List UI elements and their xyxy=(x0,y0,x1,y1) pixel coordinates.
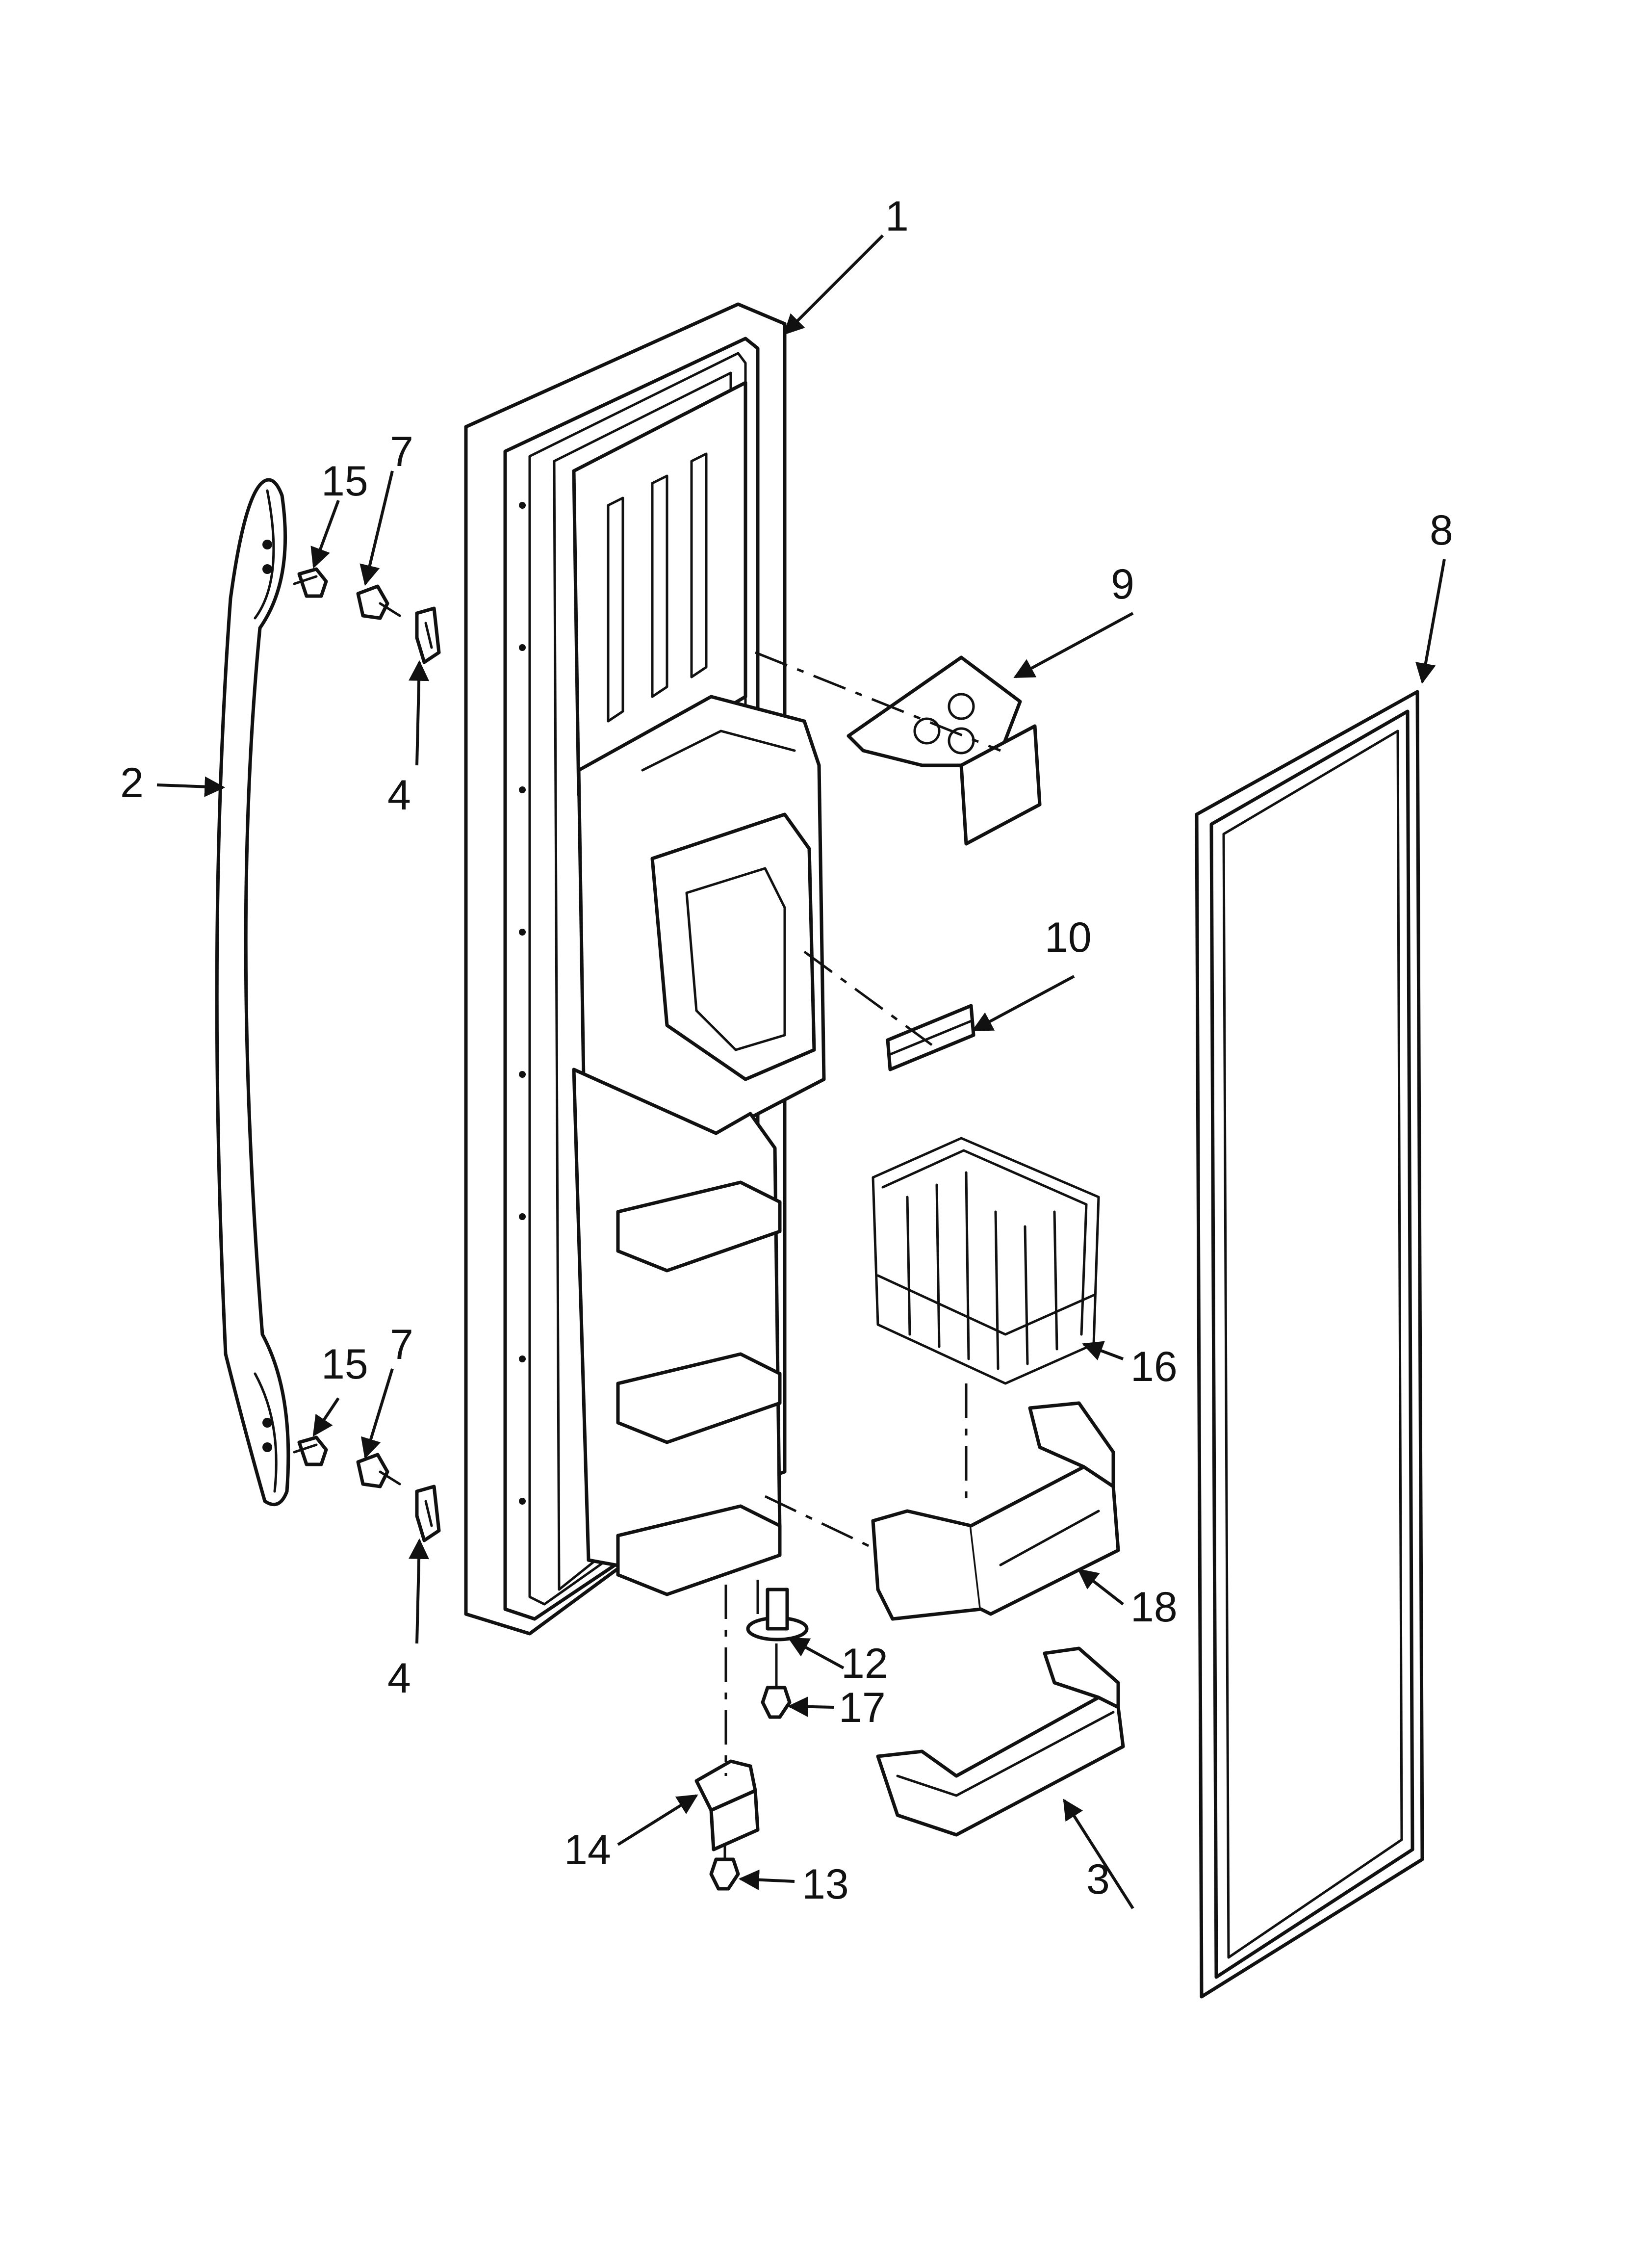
door-bin xyxy=(876,1646,1125,1837)
handle-screw-top xyxy=(293,567,328,598)
callout-2: 2 xyxy=(120,759,144,807)
callout-12: 12 xyxy=(841,1640,888,1687)
mounting-screw-top xyxy=(356,584,401,620)
handle-screw-bottom xyxy=(293,1435,328,1466)
callout-7-bottom: 7 xyxy=(390,1321,413,1368)
callout-17: 17 xyxy=(839,1684,886,1731)
callout-13: 13 xyxy=(802,1861,849,1908)
callout-9: 9 xyxy=(1111,561,1134,608)
callout-3: 3 xyxy=(1086,1856,1110,1903)
callout-15-top: 15 xyxy=(321,458,368,505)
hinge-pin xyxy=(746,1588,809,1642)
callout-15-bottom: 15 xyxy=(321,1341,368,1388)
door-panel xyxy=(464,302,826,1636)
dispenser-pad xyxy=(886,1004,975,1071)
callout-18: 18 xyxy=(1130,1584,1178,1631)
callout-leaders xyxy=(156,234,1446,1909)
mounting-screw-bottom xyxy=(356,1453,401,1488)
callout-labels: 1 2 3 4 4 7 7 8 9 10 12 13 14 15 15 16 1… xyxy=(120,193,1453,1908)
callout-10: 10 xyxy=(1045,914,1092,961)
wire-basket xyxy=(872,1137,1100,1385)
handle-clip-bottom xyxy=(415,1485,441,1542)
assembly-lines xyxy=(724,651,1001,1776)
callout-14: 14 xyxy=(564,1826,611,1874)
callout-1: 1 xyxy=(885,193,909,240)
callout-16: 16 xyxy=(1130,1343,1178,1390)
handle-clip-top xyxy=(415,606,441,664)
door-handle xyxy=(215,478,290,1507)
bottom-hinge-bracket xyxy=(694,1759,760,1851)
callout-7-top: 7 xyxy=(390,428,413,475)
callout-8: 8 xyxy=(1430,507,1453,554)
door-gasket xyxy=(1195,690,1424,1999)
callout-4-top: 4 xyxy=(387,772,411,819)
basket-bracket xyxy=(871,1401,1120,1621)
callout-4-bottom: 4 xyxy=(387,1655,411,1702)
dispenser-cover-plate xyxy=(847,655,1042,846)
hinge-screw xyxy=(761,1671,792,1719)
